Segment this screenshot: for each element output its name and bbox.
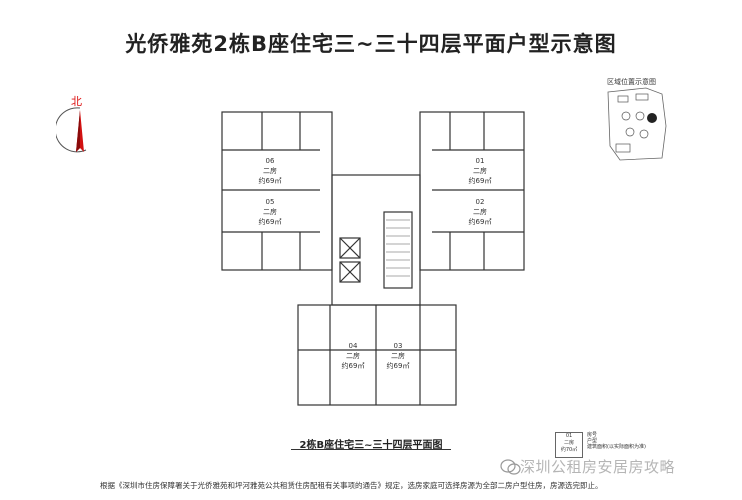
legend-box-type: 二房 bbox=[563, 440, 574, 446]
unit-05-type: 二房 bbox=[263, 207, 277, 216]
caption-underline bbox=[291, 449, 451, 450]
unit-02-no: 02 bbox=[476, 198, 485, 206]
legend-line-2: 户型 bbox=[587, 438, 598, 444]
unit-05-area: 约69㎡ bbox=[259, 217, 282, 226]
unit-03-type: 二房 bbox=[391, 351, 405, 360]
unit-06: 06 二房 约69㎡ bbox=[259, 157, 282, 185]
wechat-icon bbox=[500, 459, 521, 475]
legend-line-1: 房号 bbox=[587, 432, 598, 438]
unit-02: 02 二房 约69㎡ bbox=[469, 198, 492, 226]
unit-04: 04 二房 约69㎡ bbox=[342, 342, 365, 370]
unit-01-type: 二房 bbox=[473, 166, 487, 175]
floor-caption: 2栋B座住宅三~三十四层平面图 bbox=[299, 440, 443, 451]
legend-box: 01 二房 约70㎡ bbox=[555, 432, 583, 458]
legend-line-3: 建筑面积(以实际面积为准) bbox=[587, 444, 646, 450]
unit-01: 01 二房 约69㎡ bbox=[469, 157, 492, 185]
unit-03-area: 约69㎡ bbox=[387, 361, 410, 370]
footnote: 根据《深圳市住房保障署关于光侨雅苑和坪河雅苑公共租赁住房配租有关事项的通告》规定… bbox=[100, 481, 603, 490]
watermark: 深圳公租房安居房攻略 bbox=[520, 458, 676, 476]
unit-03: 03 二房 约69㎡ bbox=[387, 342, 410, 370]
unit-04-area: 约69㎡ bbox=[342, 361, 365, 370]
unit-04-type: 二房 bbox=[346, 351, 360, 360]
page-title: 光侨雅苑2栋B座住宅三~三十四层平面户型示意图 bbox=[125, 32, 617, 56]
unit-03-no: 03 bbox=[394, 342, 403, 350]
legend: 01 二房 约70㎡ 房号 户型 建筑面积(以实际面积为准) bbox=[555, 432, 675, 460]
unit-02-area: 约69㎡ bbox=[469, 217, 492, 226]
legend-box-area: 约70㎡ bbox=[560, 447, 578, 453]
location-keymap bbox=[607, 87, 667, 161]
unit-04-no: 04 bbox=[349, 342, 358, 350]
compass-icon bbox=[56, 107, 87, 153]
unit-05: 05 二房 约69㎡ bbox=[259, 198, 282, 226]
unit-06-type: 二房 bbox=[263, 166, 277, 175]
north-label: 北 bbox=[71, 95, 82, 108]
keymap-title: 区域位置示意图 bbox=[607, 78, 656, 86]
legend-text: 房号 户型 建筑面积(以实际面积为准) bbox=[587, 432, 646, 450]
unit-02-type: 二房 bbox=[473, 207, 487, 216]
legend-box-no: 01 bbox=[565, 433, 573, 439]
unit-01-no: 01 bbox=[476, 157, 485, 165]
unit-01-area: 约69㎡ bbox=[469, 176, 492, 185]
unit-06-area: 约69㎡ bbox=[259, 176, 282, 185]
unit-06-no: 06 bbox=[266, 157, 275, 165]
unit-05-no: 05 bbox=[266, 198, 275, 206]
